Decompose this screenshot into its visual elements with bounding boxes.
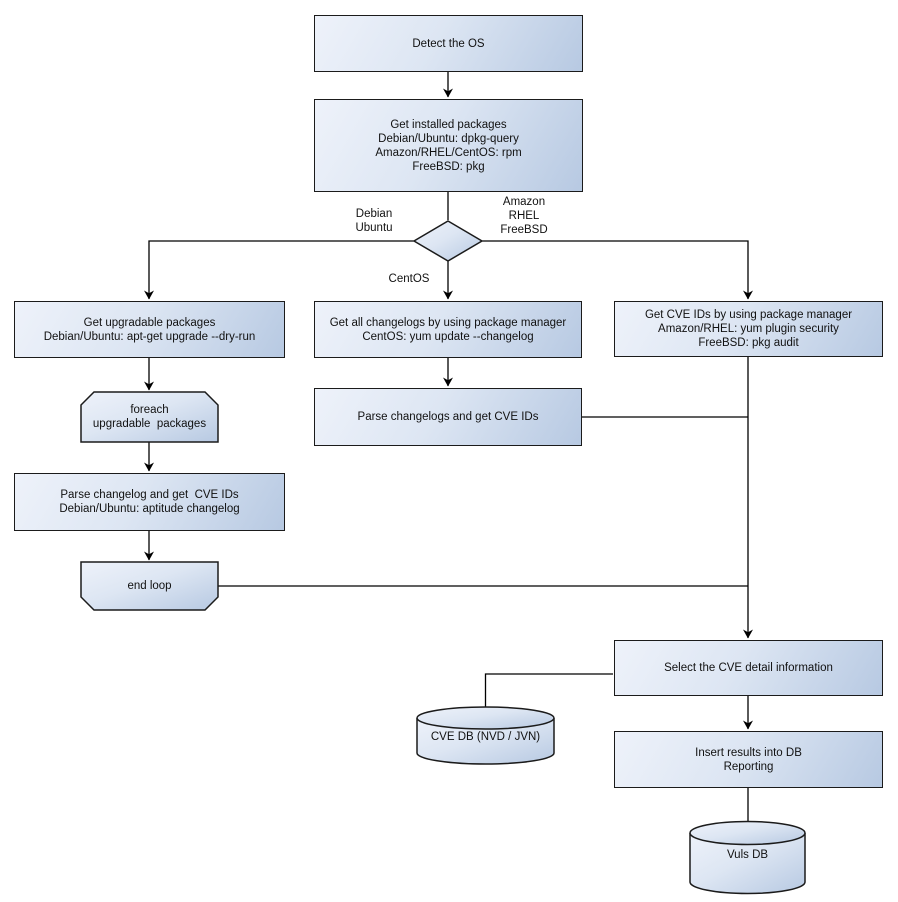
node-text: Get installed packages	[390, 118, 507, 131]
node-text: FreeBSD: pkg	[412, 160, 485, 173]
node-text: Select the CVE detail information	[664, 662, 833, 674]
end-loop-shape	[80, 561, 219, 611]
node-text: Debian/Ubuntu: dpkg-query	[378, 132, 519, 145]
node-text: Debian/Ubuntu: aptitude changelog	[59, 503, 240, 515]
node-parse-changelog-left: Parse changelog and get CVE IDs Debian/U…	[14, 473, 285, 531]
node-text: Get CVE IDs by using package manager	[644, 309, 853, 321]
cve-db-cylinder	[416, 706, 555, 765]
node-text: CentOS: yum update --changelog	[362, 330, 534, 343]
edge-label-amazon-rhel-freebsd: Amazon RHEL FreeBSD	[480, 195, 568, 237]
node-text: Insert results into DB	[695, 746, 802, 759]
node-text: Get all changelogs by using package mana…	[329, 316, 567, 329]
node-text: Reporting	[723, 760, 774, 773]
edge-label-text: CentOS	[388, 273, 430, 285]
node-text: Get upgradable packages	[83, 316, 216, 329]
foreach-loop-shape	[80, 391, 219, 443]
node-get-installed-packages: Get installed packages Debian/Ubuntu: dp…	[314, 99, 583, 192]
node-text: Amazon/RHEL: yum plugin security	[658, 323, 839, 335]
os-decision-diamond	[412, 220, 484, 262]
edge-label-text: FreeBSD	[500, 224, 548, 236]
edge-label-centos: CentOS	[376, 272, 442, 286]
edge-label-text: RHEL	[508, 210, 540, 222]
node-text: Parse changelogs and get CVE IDs	[357, 411, 539, 423]
node-get-all-changelogs: Get all changelogs by using package mana…	[314, 301, 582, 358]
node-detect-os: Detect the OS	[314, 15, 583, 72]
node-text: Parse changelog and get CVE IDs	[60, 489, 239, 501]
node-text: Debian/Ubuntu: apt-get upgrade --dry-run	[43, 330, 256, 343]
node-select-cve-detail: Select the CVE detail information	[614, 640, 883, 696]
edge-label-text: Debian	[355, 208, 393, 220]
node-insert-results: Insert results into DB Reporting	[614, 731, 883, 788]
node-get-upgradable-packages: Get upgradable packages Debian/Ubuntu: a…	[14, 301, 285, 358]
edge-label-text: Ubuntu	[355, 222, 393, 234]
node-text: Amazon/RHEL/CentOS: rpm	[375, 146, 522, 159]
edge-label-text: Amazon	[502, 196, 546, 208]
node-parse-changelogs-mid: Parse changelogs and get CVE IDs	[314, 388, 582, 446]
node-text: FreeBSD: pkg audit	[698, 337, 799, 349]
node-get-cve-ids: Get CVE IDs by using package manager Ama…	[614, 301, 883, 357]
vuls-db-cylinder	[689, 820, 806, 895]
edge-label-debian-ubuntu: Debian Ubuntu	[330, 207, 418, 235]
node-text: Detect the OS	[412, 37, 485, 50]
